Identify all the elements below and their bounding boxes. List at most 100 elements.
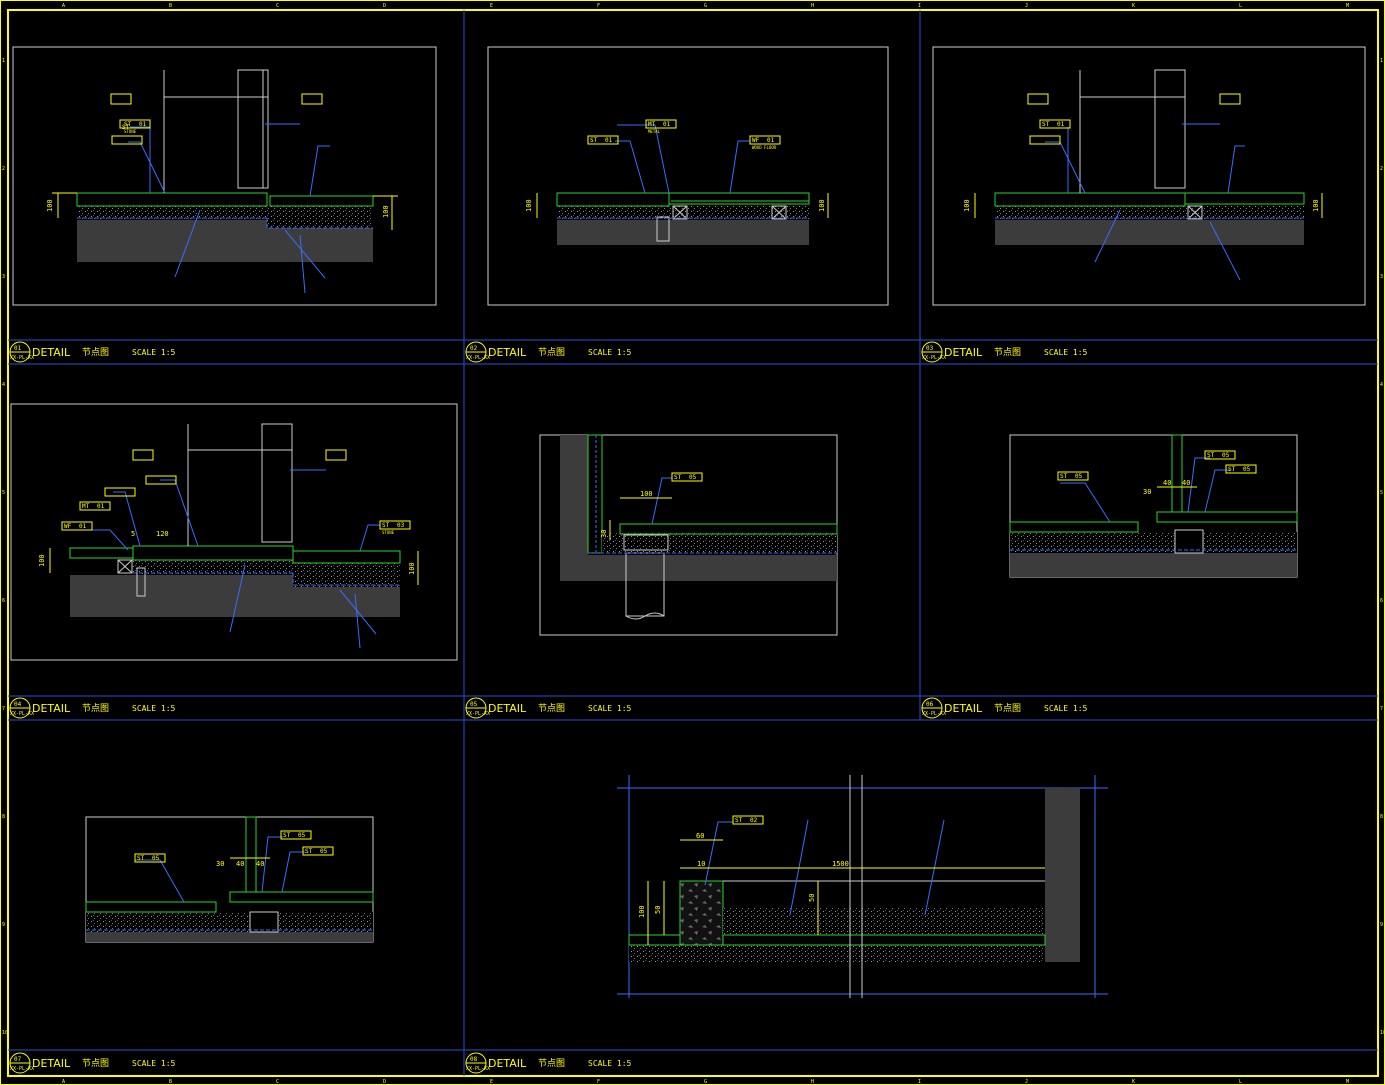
detail-05: [539, 434, 838, 636]
detail-03: [932, 46, 1366, 306]
detail-sheet-ref: XX-PL-XX: [10, 355, 34, 361]
detail-scale: SCALE 1:5: [132, 348, 176, 357]
detail-scale: SCALE 1:5: [1044, 348, 1088, 357]
dim-1500-d08: 1500: [832, 860, 849, 868]
detail-08: [617, 775, 1108, 998]
tag-mt01-d04-num: 01: [97, 503, 105, 510]
tag-st05-d05: ST: [674, 474, 682, 481]
row-number-right: 7: [1380, 706, 1383, 712]
row-number-left: 1: [2, 58, 5, 64]
detail-label-cn: 节点图: [994, 703, 1021, 714]
tag-st03-d04-num: 03: [397, 522, 405, 529]
column-letter-bottom: M: [1346, 1079, 1349, 1085]
tag-mt01-d02-sub: METAL: [648, 129, 661, 134]
tag-st01-d03: ST: [1042, 121, 1050, 128]
column-letter-bottom: K: [1132, 1079, 1135, 1085]
dim-40-d07b: 40: [256, 860, 264, 868]
column-letter-top: D: [383, 3, 386, 9]
row-number-right: 9: [1380, 922, 1383, 928]
column-letter-bottom: B: [169, 1079, 172, 1085]
dim-120-d04: 120: [156, 530, 169, 538]
column-letter-top: M: [1346, 3, 1349, 9]
detail-label: DETAIL: [32, 702, 71, 715]
detail-sheet-ref: XX-PL-XX: [466, 355, 490, 361]
row-number-right: 6: [1380, 598, 1383, 604]
dim-30-d07: 30: [216, 860, 224, 868]
detail-label: DETAIL: [488, 1057, 527, 1070]
detail-scale: SCALE 1:5: [1044, 704, 1088, 713]
detail-scale: SCALE 1:5: [132, 704, 176, 713]
detail-sheet-ref: XX-PL-XX: [10, 711, 34, 717]
tag-st01-d01-num: 01: [139, 121, 147, 128]
detail-04: [10, 403, 458, 661]
detail-number: 02: [470, 345, 478, 352]
detail-01: ST: [12, 46, 437, 306]
tag-wf01-d02-sub: WOOD FLOOR: [752, 145, 777, 150]
dim-100-d04b: 100: [408, 562, 416, 575]
tag-st02-d08: ST: [735, 817, 743, 824]
tag-st05-d07c-num: 05: [320, 848, 328, 855]
column-letter-top: J: [1025, 3, 1028, 9]
column-letter-bottom: L: [1239, 1079, 1242, 1085]
detail-label-cn: 节点图: [82, 703, 109, 714]
row-number-left: 3: [2, 274, 5, 280]
tag-mt01-d02: MT: [648, 121, 656, 128]
tag-st05-d07c: ST: [305, 848, 313, 855]
dim-100-d02b: 100: [818, 199, 826, 212]
detail-scale: SCALE 1:5: [588, 704, 632, 713]
dim-100-d02: 100: [525, 199, 533, 212]
column-letter-bottom: J: [1025, 1079, 1028, 1085]
detail-label-cn: 节点图: [82, 347, 109, 358]
tag-st01-d01-sub: STONE: [124, 129, 137, 134]
row-number-left: 4: [2, 382, 5, 388]
tag-st01-d01: ST: [124, 121, 132, 128]
dim-100-d03: 100: [963, 199, 971, 212]
tag-st05-d06c: ST: [1228, 466, 1236, 473]
detail-number: 08: [470, 1056, 478, 1063]
column-letter-bottom: D: [383, 1079, 386, 1085]
tag-st01-d03-num: 01: [1057, 121, 1065, 128]
detail-label: DETAIL: [944, 702, 983, 715]
dim-50-d08: 50: [654, 906, 662, 914]
column-letter-bottom: G: [704, 1079, 707, 1085]
row-number-left: 7: [2, 706, 5, 712]
tag-st05-d06-num: 05: [1075, 473, 1083, 480]
column-letter-top: K: [1132, 3, 1135, 9]
dim-100-d01b: 100: [382, 205, 390, 218]
dim-100-d04: 100: [38, 554, 46, 567]
column-letter-bottom: E: [490, 1079, 493, 1085]
column-letter-top: G: [704, 3, 707, 9]
detail-label-cn: 节点图: [994, 347, 1021, 358]
tag-st05-d06c-num: 05: [1243, 466, 1251, 473]
row-number-right: 4: [1380, 382, 1383, 388]
dimension-labels: 100 100 100 100 100 100 100 100 120 5 10…: [38, 199, 1320, 918]
dim-40-d07a: 40: [236, 860, 244, 868]
row-number-left: 5: [2, 490, 5, 496]
tag-st05-d06: ST: [1060, 473, 1068, 480]
column-letter-top: F: [597, 3, 600, 9]
dim-5-d04: 5: [131, 530, 135, 538]
tag-st05-d07: ST: [137, 855, 145, 862]
tag-st02-d08-num: 02: [750, 817, 758, 824]
dim-30-d05: 30: [600, 530, 608, 538]
detail-number: 06: [926, 701, 934, 708]
detail-sheet-ref: XX-PL-XX: [922, 711, 946, 717]
dim-100-d08: 100: [638, 905, 646, 918]
dim-100-d05: 100: [640, 490, 653, 498]
row-number-left: 9: [2, 922, 5, 928]
tag-st05-d05-num: 05: [689, 474, 697, 481]
dim-100-d03b: 100: [1312, 199, 1320, 212]
tag-wf01-d04: WF: [64, 523, 72, 530]
tag-st05-d07b-num: 05: [298, 832, 306, 839]
tag-mt01-d04: MT: [82, 503, 90, 510]
column-letter-top: A: [62, 3, 65, 9]
tag-st05-d06b: ST: [1207, 452, 1215, 459]
detail-06: [1009, 434, 1298, 578]
